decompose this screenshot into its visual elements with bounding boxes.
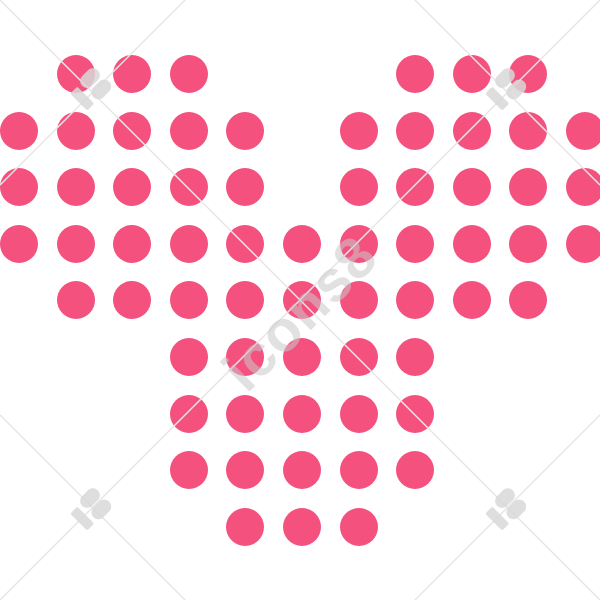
- heart-dot: [339, 507, 378, 546]
- heart-dot: [0, 224, 38, 263]
- heart-dot: [396, 451, 435, 490]
- heart-dot: [169, 451, 208, 490]
- heart-dot: [396, 394, 435, 433]
- heart-dot: [283, 451, 321, 490]
- heart-dot: [169, 224, 208, 263]
- heart-dot: [226, 394, 265, 433]
- heart-dot: [226, 507, 265, 546]
- heart-dot: [113, 224, 152, 263]
- heart-dot: [283, 224, 321, 263]
- heart-dot: [113, 168, 152, 207]
- heart-dot: [339, 111, 378, 150]
- heart-dot: [566, 168, 600, 207]
- heart-dot: [169, 168, 208, 207]
- heart-dot: [226, 281, 265, 320]
- heart-dot: [56, 224, 95, 263]
- heart-dot: [509, 111, 548, 150]
- heart-dot: [169, 111, 208, 150]
- heart-dot: [283, 338, 321, 376]
- heart-dot: [283, 281, 321, 320]
- heart-dot: [509, 55, 548, 93]
- heart-dot: [452, 55, 491, 93]
- heart-dot: [113, 281, 152, 320]
- heart-dot: [396, 338, 435, 376]
- heart-dot: [113, 111, 152, 150]
- heart-dot: [169, 281, 208, 320]
- heart-dot: [226, 111, 265, 150]
- heart-dot: [56, 168, 95, 207]
- heart-dot: [452, 281, 491, 320]
- heart-dot: [396, 168, 435, 207]
- heart-dot: [339, 168, 378, 207]
- heart-dot: [396, 55, 435, 93]
- heart-dot: [226, 168, 265, 207]
- heart-dot: [339, 224, 378, 263]
- heart-dot: [452, 111, 491, 150]
- heart-dot: [566, 111, 600, 150]
- heart-dot: [452, 224, 491, 263]
- heart-dot: [0, 111, 38, 150]
- heart-dot: [113, 55, 152, 93]
- heart-dot: [56, 281, 95, 320]
- heart-dot: [396, 111, 435, 150]
- heart-dot: [226, 338, 265, 376]
- heart-dot: [339, 394, 378, 433]
- heart-dot: [396, 224, 435, 263]
- heart-dot: [169, 55, 208, 93]
- heart-dot: [169, 338, 208, 376]
- heart-dot: [509, 224, 548, 263]
- heart-dot: [509, 168, 548, 207]
- heart-dot: [226, 224, 265, 263]
- heart-dot: [0, 168, 38, 207]
- heart-dot: [169, 394, 208, 433]
- heart-dot: [566, 224, 600, 263]
- heart-dot: [226, 451, 265, 490]
- heart-dot: [339, 451, 378, 490]
- heart-dot: [283, 394, 321, 433]
- heart-dot: [283, 507, 321, 546]
- heart-dot: [339, 281, 378, 320]
- heart-dot: [452, 168, 491, 207]
- heart-dot: [339, 338, 378, 376]
- heart-dot: [56, 55, 95, 93]
- heart-dot: [396, 281, 435, 320]
- heart-dot: [56, 111, 95, 150]
- heart-dot: [509, 281, 548, 320]
